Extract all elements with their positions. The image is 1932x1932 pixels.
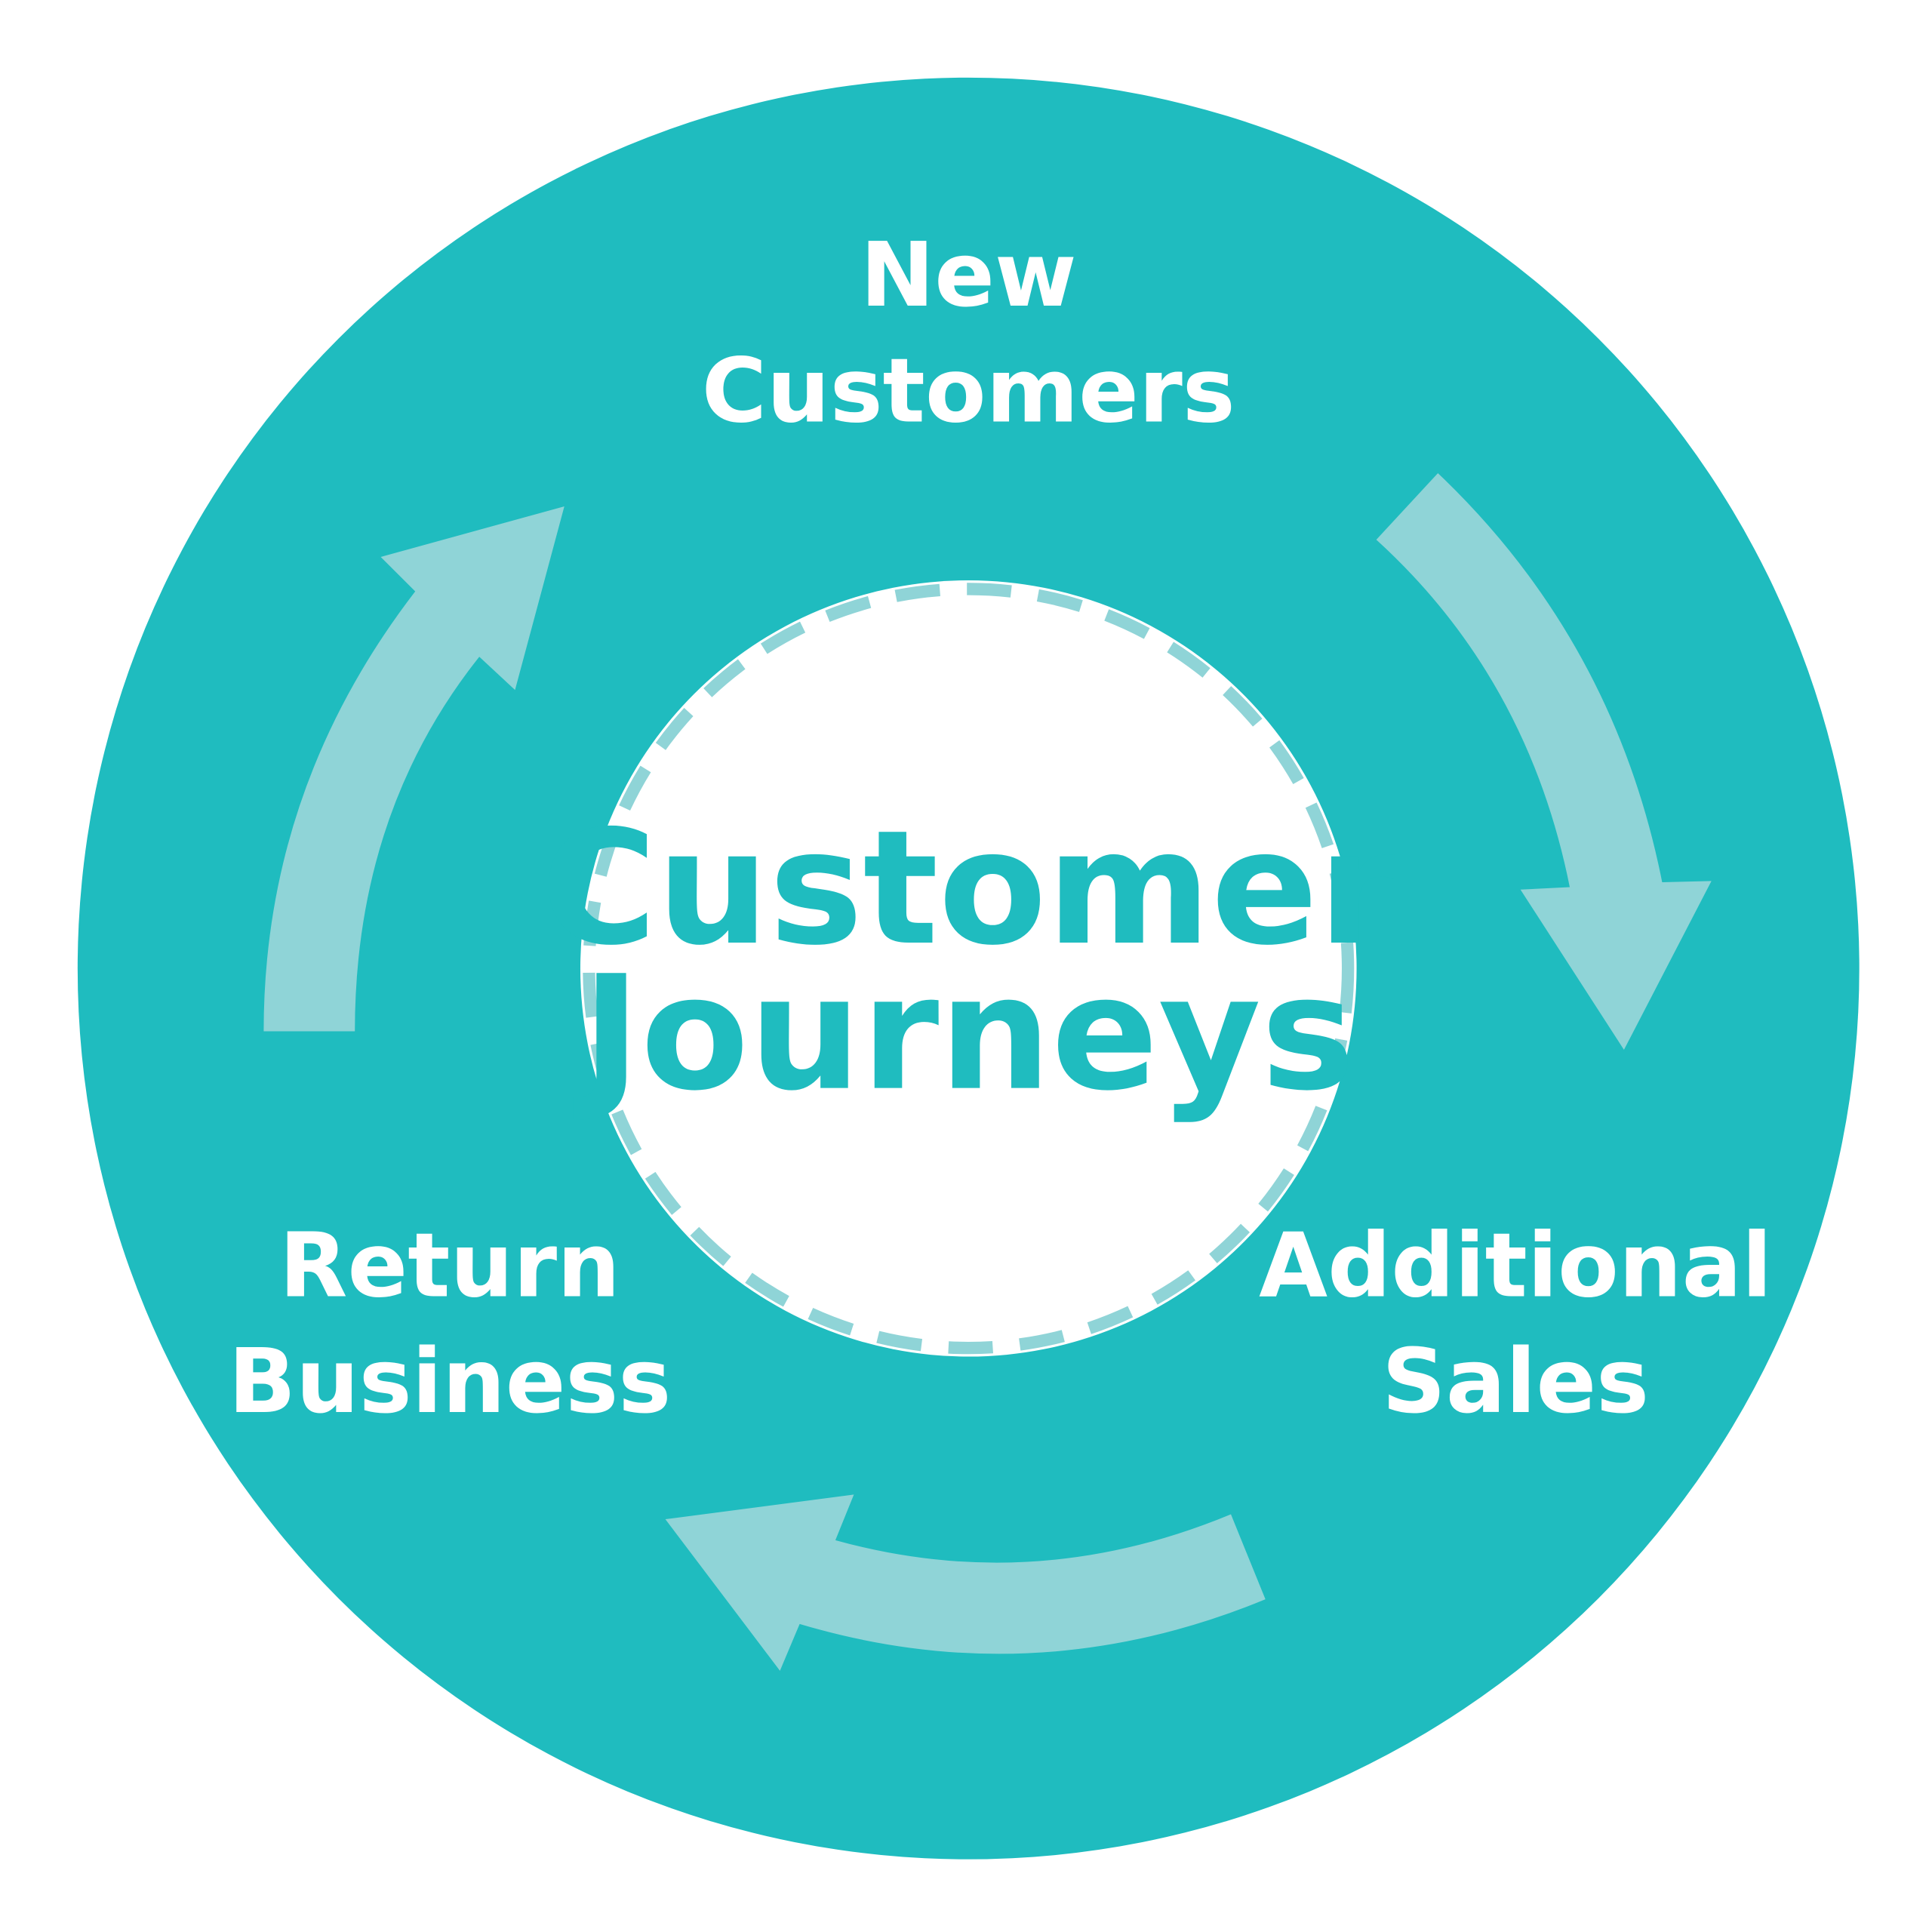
center-dashed-border (583, 583, 1355, 1355)
stage-new-customers-line2: Customers (702, 339, 1235, 442)
stage-new-customers-line1: New (860, 223, 1077, 327)
arrow-clockwise-right-icon (1376, 472, 1712, 1051)
center-circle (580, 580, 1357, 1357)
arrow-clockwise-left-icon (263, 506, 565, 1032)
stage-return-business-line2: Business (228, 1330, 671, 1433)
center-title-line2: Journeys (573, 943, 1355, 1126)
stage-return-business-line1: Return (279, 1214, 620, 1318)
stage-additional-sales-line1: Additional (1259, 1214, 1772, 1318)
stage-additional-sales-line2: Sales (1382, 1330, 1649, 1433)
center-title-line1: Customer (541, 797, 1396, 980)
arrow-clockwise-bottom-icon (665, 1494, 1266, 1671)
